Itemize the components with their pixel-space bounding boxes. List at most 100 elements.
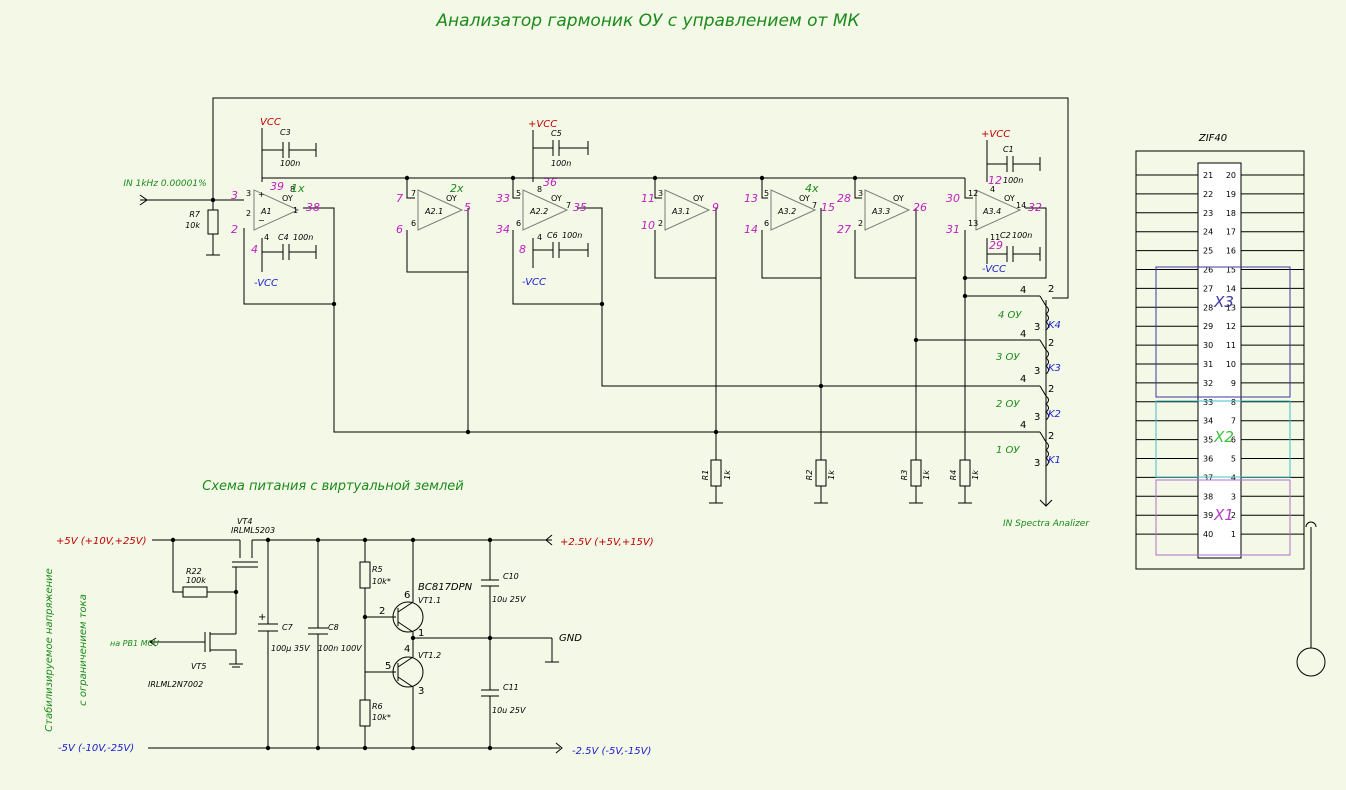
svg-text:31: 31 bbox=[946, 223, 960, 236]
svg-text:4: 4 bbox=[1020, 420, 1026, 431]
svg-text:33: 33 bbox=[496, 192, 510, 205]
svg-text:ZIF40: ZIF40 bbox=[1198, 133, 1227, 144]
svg-text:C11: C11 bbox=[503, 683, 519, 692]
svg-text:5: 5 bbox=[385, 661, 391, 672]
svg-text:A3.4: A3.4 bbox=[982, 207, 1001, 216]
zif-pin-number-left: 27 bbox=[1203, 284, 1213, 293]
supply-a3: +VCC C1 100n C2 100n -VCC bbox=[981, 129, 1041, 275]
output-label: IN Spectra Analizer bbox=[1003, 519, 1090, 529]
svg-text:11: 11 bbox=[641, 192, 655, 205]
svg-text:6: 6 bbox=[404, 590, 410, 601]
svg-text:39: 39 bbox=[270, 180, 284, 193]
svg-text:C3: C3 bbox=[280, 128, 291, 137]
zif-pin-number-right: 17 bbox=[1226, 228, 1236, 237]
svg-text:34: 34 bbox=[496, 223, 510, 236]
svg-text:3: 3 bbox=[1034, 366, 1040, 377]
svg-text:K2: K2 bbox=[1048, 409, 1061, 420]
svg-text:+5V (+10V,+25V): +5V (+10V,+25V) bbox=[56, 536, 146, 547]
svg-text:10k*: 10k* bbox=[372, 713, 391, 722]
gain-2x: 2x bbox=[450, 182, 464, 195]
svg-text:100n: 100n bbox=[1012, 231, 1032, 240]
svg-text:3: 3 bbox=[1034, 322, 1040, 333]
svg-text:10u 25V: 10u 25V bbox=[492, 595, 526, 604]
zif-pin-number-right: 1 bbox=[1231, 530, 1236, 539]
opamp-a3-4: A3.4 OY 12 13 14 4 11 bbox=[968, 185, 1026, 242]
resistor-r22 bbox=[182, 586, 208, 598]
svg-text:+2.5V (+5V,+15V): +2.5V (+5V,+15V) bbox=[560, 537, 654, 548]
svg-text:4 ОУ: 4 ОУ bbox=[998, 310, 1022, 321]
zif-pin-number-left: 34 bbox=[1203, 417, 1213, 426]
svg-text:C1: C1 bbox=[1003, 145, 1014, 154]
svg-text:K3: K3 bbox=[1048, 363, 1061, 374]
svg-text:-VCC: -VCC bbox=[522, 277, 546, 288]
svg-text:9: 9 bbox=[712, 201, 719, 214]
svg-text:-2.5V (-5V,-15V): -2.5V (-5V,-15V) bbox=[572, 746, 651, 757]
svg-text:A3.1: A3.1 bbox=[671, 207, 690, 216]
svg-text:K4: K4 bbox=[1048, 320, 1061, 331]
svg-text:OY: OY bbox=[1004, 194, 1015, 203]
svg-text:R22: R22 bbox=[186, 567, 202, 576]
zif-pin-number-right: 4 bbox=[1231, 473, 1236, 482]
svg-text:100k: 100k bbox=[186, 576, 206, 585]
relay-k2: 4 2 3 2 ОУ K2 bbox=[996, 374, 1061, 423]
svg-text:35: 35 bbox=[573, 201, 587, 214]
svg-text:VT4: VT4 bbox=[237, 517, 252, 526]
svg-text:OY: OY bbox=[282, 194, 293, 203]
svg-text:100n: 100n bbox=[280, 159, 300, 168]
svg-text:R4: R4 bbox=[949, 470, 958, 481]
zif-pin-number-right: 7 bbox=[1231, 417, 1236, 426]
r7-value: 10k bbox=[185, 221, 200, 230]
svg-text:8: 8 bbox=[519, 243, 526, 256]
svg-text:100n: 100n bbox=[293, 233, 313, 242]
svg-text:-5V (-10V,-25V): -5V (-10V,-25V) bbox=[58, 743, 134, 754]
svg-text:7: 7 bbox=[411, 189, 416, 198]
zif-pin-number-left: 21 bbox=[1203, 171, 1213, 180]
power-title: Схема питания с виртуальной землей bbox=[202, 479, 463, 494]
svg-text:A1: A1 bbox=[260, 207, 272, 216]
svg-text:1k: 1k bbox=[827, 470, 836, 480]
svg-text:26: 26 bbox=[913, 201, 927, 214]
power-wiring: + bbox=[148, 534, 563, 754]
svg-text:100n: 100n bbox=[562, 231, 582, 240]
svg-text:1: 1 bbox=[418, 628, 424, 639]
svg-text:14: 14 bbox=[1016, 201, 1026, 210]
zif-pin-number-right: 20 bbox=[1226, 171, 1236, 180]
svg-text:-VCC: -VCC bbox=[254, 278, 278, 289]
zif-pin-number-left: 35 bbox=[1203, 436, 1213, 445]
svg-text:3: 3 bbox=[231, 189, 238, 202]
svg-text:2: 2 bbox=[1048, 338, 1054, 349]
zif-pin-number-right: 14 bbox=[1226, 284, 1236, 293]
zif-pin-number-right: 13 bbox=[1226, 303, 1236, 312]
zif-group-x3: X3 bbox=[1213, 293, 1234, 311]
zif-pin-number-left: 37 bbox=[1203, 473, 1213, 482]
zif-pin-number-right: 5 bbox=[1231, 455, 1236, 464]
zif-pin-number-left: 39 bbox=[1203, 511, 1213, 520]
zif-pin-number-left: 38 bbox=[1203, 492, 1213, 501]
svg-text:2: 2 bbox=[858, 219, 863, 228]
svg-text:4: 4 bbox=[264, 233, 269, 242]
svg-text:8: 8 bbox=[537, 185, 542, 194]
svg-text:6: 6 bbox=[764, 219, 769, 228]
opamp-a3-1: A3.1 OY 3 2 bbox=[658, 189, 711, 231]
zif-pin-number-left: 31 bbox=[1203, 360, 1213, 369]
svg-text:4: 4 bbox=[404, 644, 410, 655]
svg-text:2: 2 bbox=[1048, 384, 1054, 395]
input-label: IN 1kHz 0.00001% bbox=[123, 179, 206, 189]
relay-k1: 4 2 3 1 ОУ K1 bbox=[996, 420, 1061, 469]
svg-text:+: + bbox=[258, 190, 265, 199]
zif-pin-number-right: 16 bbox=[1226, 247, 1236, 256]
svg-text:100n 100V: 100n 100V bbox=[318, 644, 362, 653]
svg-text:-VCC: -VCC bbox=[982, 264, 1006, 275]
relay-k4: 4 2 3 4 ОУ K4 bbox=[998, 284, 1061, 333]
svg-text:4: 4 bbox=[1020, 285, 1026, 296]
svg-text:VT5: VT5 bbox=[191, 662, 206, 671]
svg-text:GND: GND bbox=[559, 633, 582, 644]
zif-pin-number-left: 30 bbox=[1203, 341, 1213, 350]
svg-text:2: 2 bbox=[246, 209, 251, 218]
svg-text:4: 4 bbox=[1020, 374, 1026, 385]
svg-text:OY: OY bbox=[446, 194, 457, 203]
zif-pin-number-left: 25 bbox=[1203, 247, 1213, 256]
svg-text:C2: C2 bbox=[1000, 231, 1011, 240]
